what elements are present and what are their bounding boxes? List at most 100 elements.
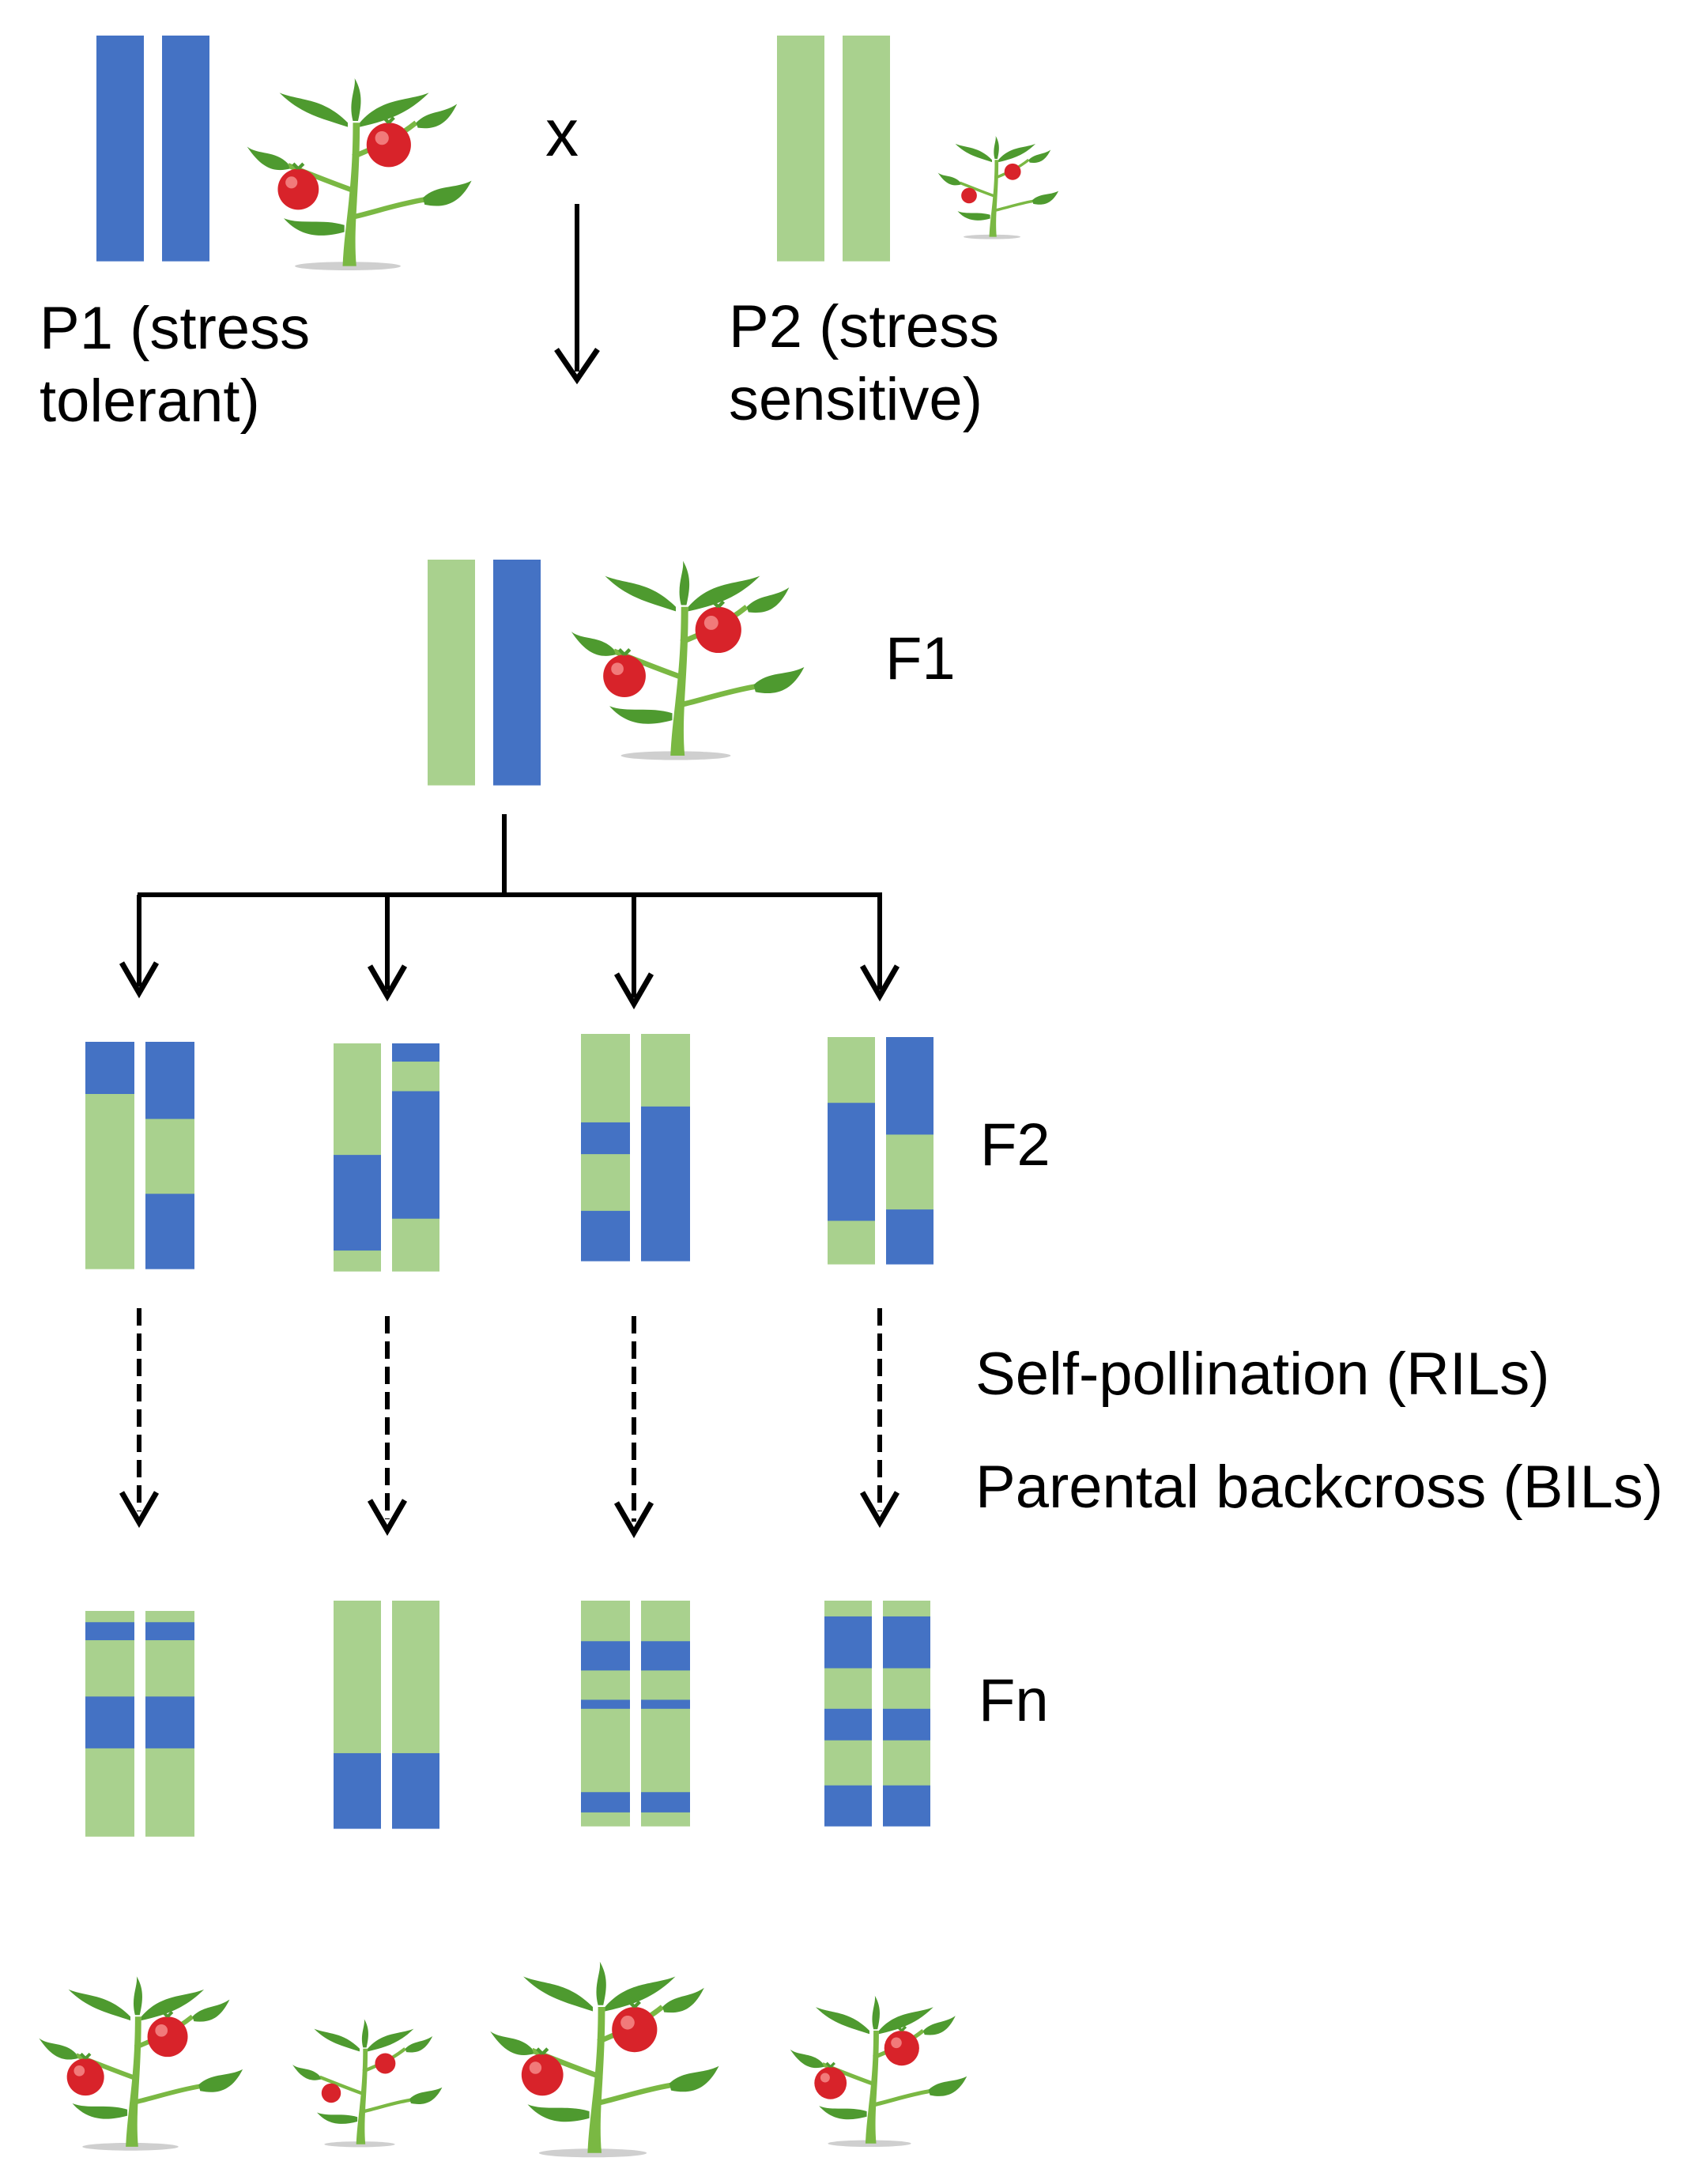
branch-arrow-1-head (119, 961, 160, 998)
p1-chromosome-pair-bar1-segment-1 (96, 36, 144, 262)
self-pollination-label: Self-pollination (RILs) (975, 1341, 1550, 1408)
fn-chromosome-pair-3-bar2-segment-2 (641, 1641, 690, 1671)
fn-chromosome-pair-3-bar1-segment-6 (581, 1792, 630, 1813)
fn-chromosome-pair-1-bar1-segment-4 (85, 1696, 134, 1749)
fn-chromosome-pair-2-bar1-segment-2 (334, 1752, 381, 1829)
fn-chromosome-pair-3-bar1-segment-4 (581, 1699, 630, 1710)
dashed-arrow-1-head (119, 1491, 160, 1528)
p2-chromosome-pair-bar1-segment-1 (777, 36, 824, 262)
fn-generation-label: Fn (979, 1667, 1049, 1734)
fn-chromosome-pair-3 (581, 1601, 690, 1827)
fn-tomato-plant-4-icon (790, 1996, 967, 2147)
f2-chromosome-pair-1 (85, 1042, 194, 1269)
fn-chromosome-pair-1-bar1-segment-5 (85, 1748, 134, 1837)
f2-chromosome-pair-2 (334, 1043, 439, 1272)
p1-label-line1: P1 (stress (40, 295, 311, 362)
f1-generation-label: F1 (885, 625, 956, 692)
f2-chromosome-pair-1-bar2-segment-1 (145, 1042, 194, 1120)
fn-chromosome-pair-1-bar2-segment-1 (145, 1611, 194, 1623)
fn-chromosome-pair-4-bar1-segment-3 (824, 1668, 872, 1710)
fn-chromosome-pair-4-bar2-segment-6 (883, 1785, 930, 1827)
fn-chromosome-pair-4-bar1-segment-4 (824, 1708, 872, 1741)
fn-chromosome-pair-4-bar1-segment-5 (824, 1740, 872, 1786)
fn-chromosome-pair-4-bar2-segment-4 (883, 1708, 930, 1741)
f2-chromosome-pair-2-bar2-segment-1 (392, 1043, 439, 1062)
f2-chromosome-pair-4-bar1-segment-3 (828, 1220, 875, 1265)
f2-chromosome-pair-3-bar2-segment-1 (641, 1034, 690, 1107)
f2-chromosome-pair-4 (828, 1037, 933, 1265)
f2-chromosome-pair-1-bar1-segment-2 (85, 1094, 134, 1269)
arrow-layer (119, 204, 900, 1009)
f2-chromosome-pair-1-bar2-segment-2 (145, 1118, 194, 1194)
fn-chromosome-pair-4 (824, 1601, 930, 1827)
dashed-arrow-2-head (367, 1499, 408, 1536)
fn-chromosome-pair-3-bar1-segment-2 (581, 1641, 630, 1671)
fn-chromosome-pair-1-bar2-segment-2 (145, 1622, 194, 1641)
fn-chromosome-pair-4-bar1-segment-1 (824, 1601, 872, 1617)
f2-chromosome-pair-3-bar1-segment-3 (581, 1154, 630, 1212)
f1-chromosome-pair-bar2-segment-1 (493, 560, 541, 786)
fn-chromosome-pair-3-bar2-segment-5 (641, 1708, 690, 1793)
backcross-label: Parental backcross (BILs) (975, 1454, 1664, 1521)
fn-chromosome-pair-1 (85, 1611, 194, 1837)
fn-chromosome-pair-4-bar2-segment-5 (883, 1740, 930, 1786)
f2-chromosome-pair-2-bar1-segment-1 (334, 1043, 381, 1156)
fn-chromosome-pair-3-bar1-segment-5 (581, 1708, 630, 1793)
p2-label-line1: P2 (stress (729, 293, 1000, 360)
fn-chromosome-pair-3-bar1-segment-3 (581, 1670, 630, 1700)
fn-tomato-plant-2-icon (292, 2019, 442, 2147)
p1-chromosome-pair-bar2-segment-1 (162, 36, 209, 262)
fn-chromosome-pair-1-bar2-segment-4 (145, 1696, 194, 1749)
fn-chromosome-pair-4-bar2-segment-1 (883, 1601, 930, 1617)
p1-tomato-plant-icon (247, 78, 472, 270)
f2-chromosome-pair-2-bar1-segment-3 (334, 1250, 381, 1272)
f2-chromosome-pair-4-bar1-segment-1 (828, 1037, 875, 1103)
p2-chromosome-pair-bar2-segment-1 (843, 36, 890, 262)
fn-tomato-plant-1-icon (39, 1976, 243, 2151)
cross-arrow-head-icon (554, 348, 600, 385)
f2-chromosome-pair-3-bar2-segment-2 (641, 1106, 690, 1262)
f1-chromosome-pair (428, 560, 541, 786)
fn-chromosome-pair-4-bar2-segment-2 (883, 1616, 930, 1669)
f2-chromosome-pair-1-bar2-segment-3 (145, 1194, 194, 1269)
fn-chromosome-pair-1-bar2-segment-3 (145, 1640, 194, 1697)
fn-chromosome-pair-4-bar1-segment-2 (824, 1616, 872, 1669)
f2-chromosome-pair-3-bar1-segment-4 (581, 1210, 630, 1262)
fn-chromosome-pair-3-bar2-segment-6 (641, 1792, 690, 1813)
dashed-arrow-3-head (613, 1501, 654, 1538)
chromosome-layer (85, 36, 933, 1837)
fn-chromosome-pair-3-bar1-segment-7 (581, 1812, 630, 1827)
fn-chromosome-pair-3-bar2-segment-1 (641, 1601, 690, 1642)
fn-chromosome-pair-3-bar2-segment-4 (641, 1699, 690, 1710)
branch-arrow-4-head (859, 964, 900, 1001)
fn-chromosome-pair-3-bar2-segment-3 (641, 1670, 690, 1700)
fn-chromosome-pair-2 (334, 1601, 439, 1829)
branch-arrow-2-head (367, 964, 408, 1001)
f1-tomato-plant-icon (571, 561, 805, 760)
fn-chromosome-pair-4-bar2-segment-3 (883, 1668, 930, 1710)
fn-chromosome-pair-1-bar1-segment-2 (85, 1622, 134, 1641)
f2-generation-label: F2 (980, 1111, 1050, 1179)
fn-chromosome-pair-4-bar1-segment-6 (824, 1785, 872, 1827)
fn-chromosome-pair-3-bar2-segment-7 (641, 1812, 690, 1827)
p1-chromosome-pair (96, 36, 209, 262)
f2-chromosome-pair-2-bar1-segment-2 (334, 1155, 381, 1251)
p2-chromosome-pair (777, 36, 890, 262)
f2-chromosome-pair-4-bar2-segment-3 (886, 1209, 933, 1265)
fn-chromosome-pair-2-bar2-segment-2 (392, 1752, 439, 1829)
fn-chromosome-pair-3-bar1-segment-1 (581, 1601, 630, 1642)
fn-chromosome-pair-2-bar2-segment-1 (392, 1601, 439, 1754)
f2-chromosome-pair-3 (581, 1034, 690, 1262)
f2-chromosome-pair-2-bar2-segment-2 (392, 1062, 439, 1092)
f2-chromosome-pair-4-bar2-segment-1 (886, 1037, 933, 1136)
f2-chromosome-pair-3-bar1-segment-1 (581, 1034, 630, 1123)
p2-label-line2: sensitive) (729, 366, 983, 433)
fn-tomato-plant-3-icon (490, 1962, 718, 2158)
f2-chromosome-pair-2-bar2-segment-3 (392, 1091, 439, 1220)
f2-chromosome-pair-4-bar2-segment-2 (886, 1134, 933, 1210)
f2-chromosome-pair-2-bar2-segment-4 (392, 1218, 439, 1272)
fn-chromosome-pair-1-bar1-segment-1 (85, 1611, 134, 1623)
fn-chromosome-pair-2-bar1-segment-1 (334, 1601, 381, 1754)
